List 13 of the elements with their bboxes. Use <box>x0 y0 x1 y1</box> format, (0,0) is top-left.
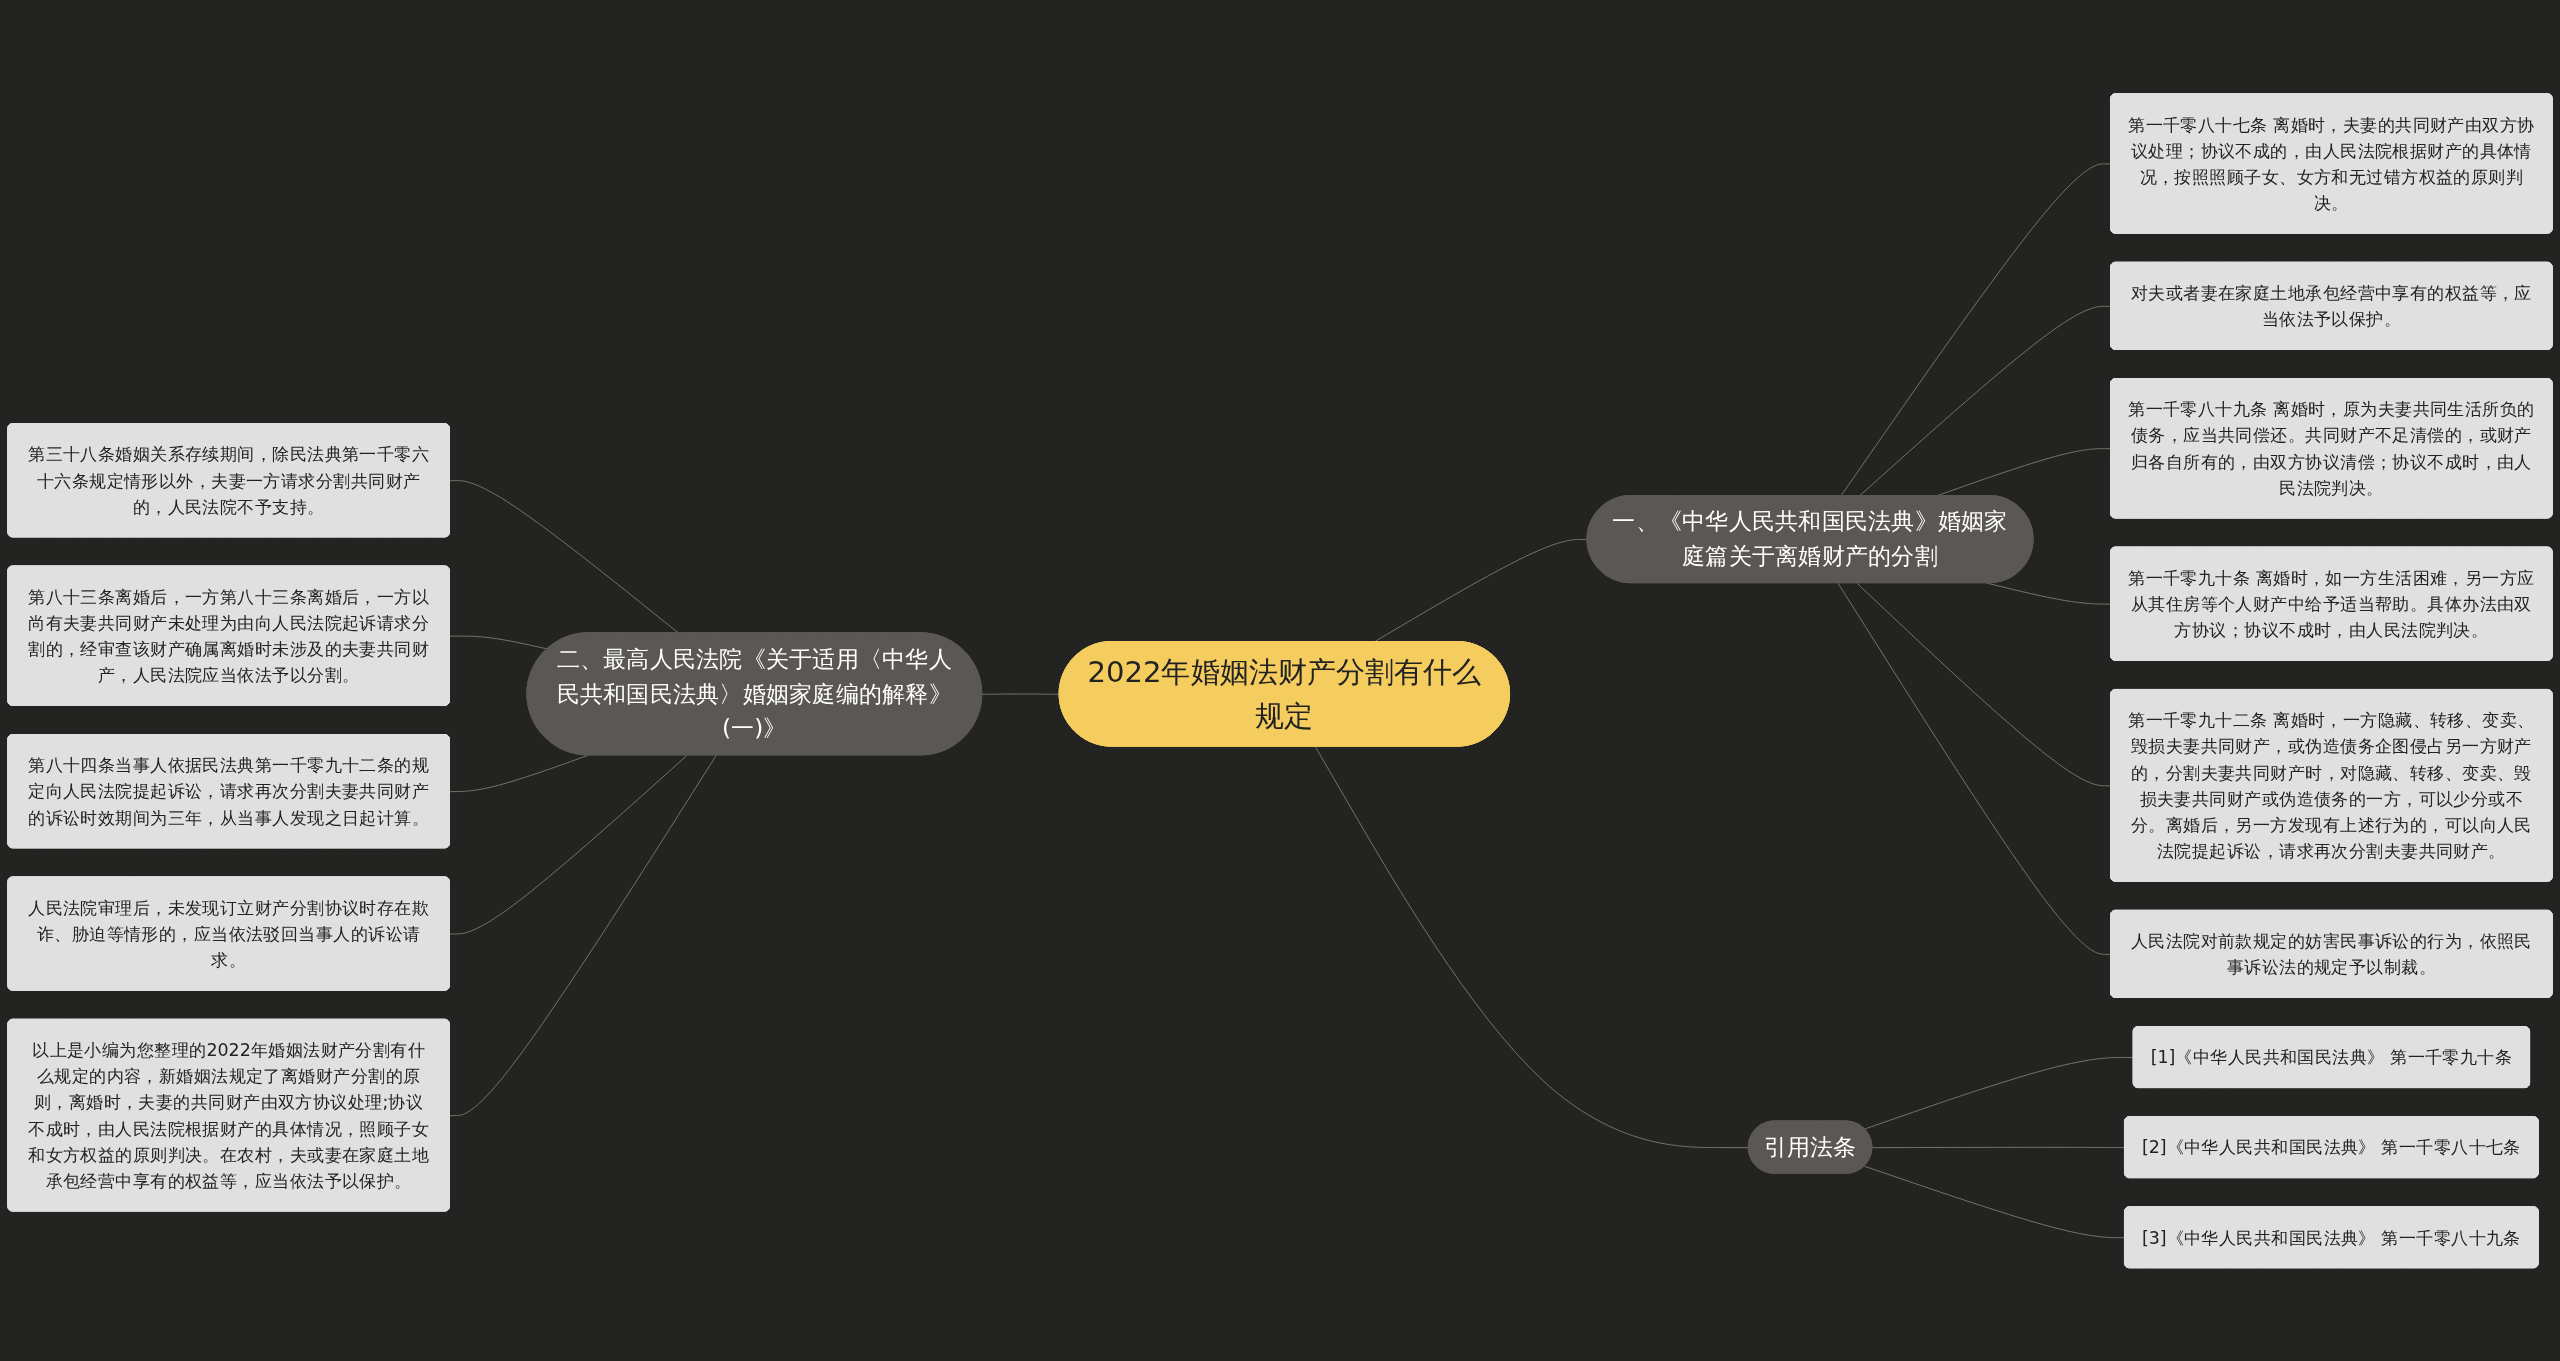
connector <box>1858 305 2112 497</box>
connector <box>1856 582 2112 787</box>
connector <box>1986 582 2112 605</box>
connector <box>449 754 688 935</box>
connector <box>1837 582 2112 955</box>
connector <box>981 693 1061 695</box>
connector <box>1314 745 1750 1148</box>
connector <box>1840 163 2112 497</box>
connector <box>449 754 589 792</box>
connector <box>1864 1056 2135 1130</box>
connector <box>449 754 717 1116</box>
connector <box>1864 1165 2126 1238</box>
connector <box>1871 1146 2126 1148</box>
